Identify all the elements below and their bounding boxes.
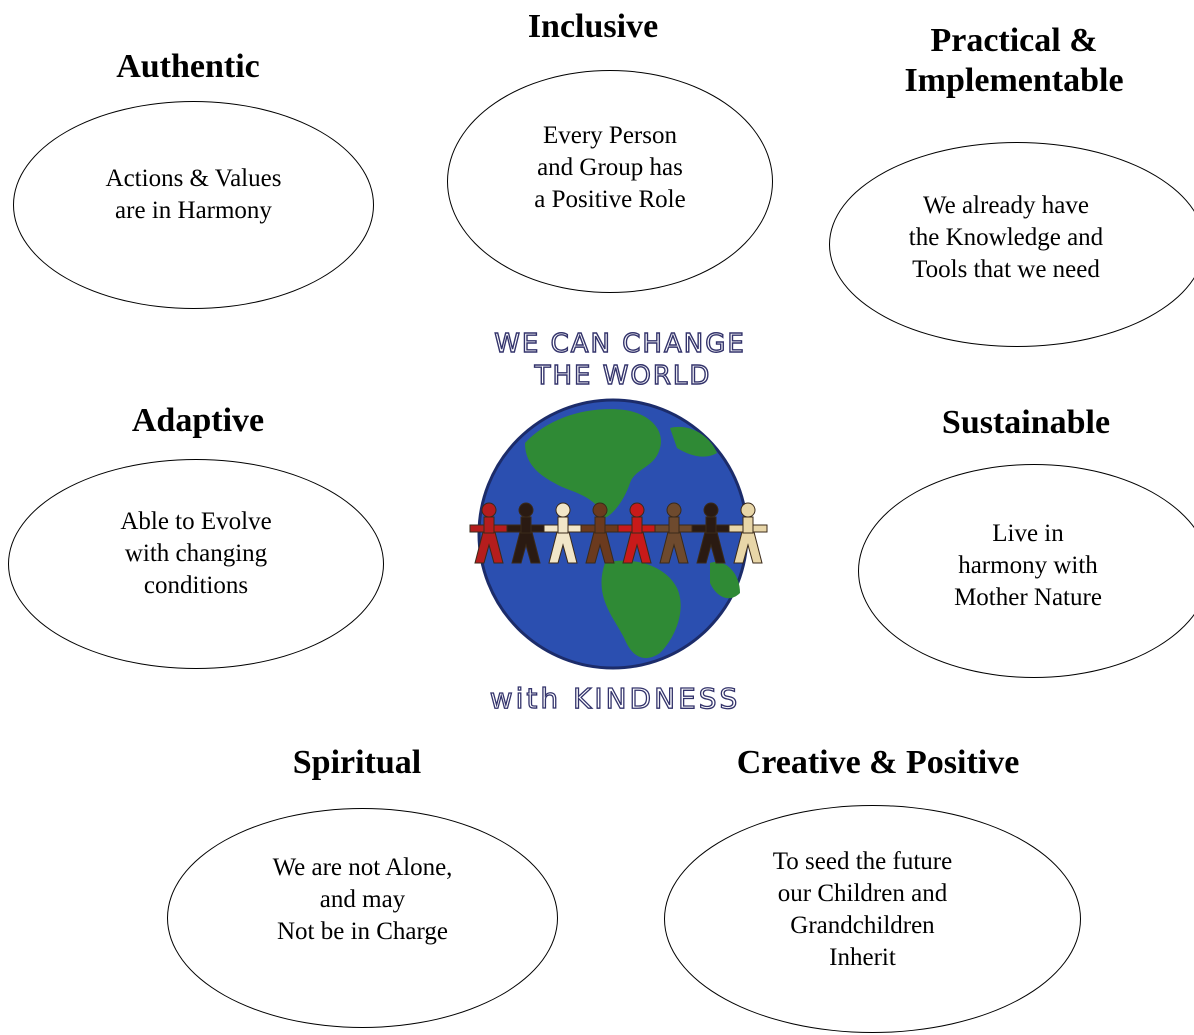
- bubble-practical: We already have the Knowledge and Tools …: [829, 142, 1194, 347]
- heading-creative: Creative & Positive: [736, 744, 1020, 781]
- bubble-sustainable: Live in harmony with Mother Nature: [858, 464, 1194, 678]
- land-east: [710, 562, 740, 599]
- heading-practical: Practical & Implementable: [904, 22, 1124, 99]
- globe-illustration: WE CAN CHANGE THE WORLD with KINDNESS: [469, 328, 768, 716]
- practical-text: We already have the Knowledge and Tools …: [908, 191, 1104, 283]
- illustration-top-line2: THE WORLD: [534, 361, 712, 391]
- chain-person: [654, 502, 694, 564]
- heading-authentic: Authentic: [116, 48, 260, 85]
- authentic-text: Actions & Values are in Harmony: [105, 165, 282, 224]
- creative-text: To seed the future our Children and Gran…: [772, 848, 953, 971]
- chain-person: [728, 502, 768, 564]
- bubble-inclusive: Every Person and Group has a Positive Ro…: [447, 70, 773, 293]
- bubble-adaptive: Able to Evolve with changing conditions: [8, 459, 384, 669]
- people-chain: [469, 502, 768, 564]
- sustainable-text: Live in harmony with Mother Nature: [954, 520, 1102, 611]
- globe: [477, 398, 749, 670]
- heading-spiritual: Spiritual: [292, 744, 422, 781]
- spiritual-text: We are not Alone, and may Not be in Char…: [272, 854, 453, 945]
- heading-inclusive: Inclusive: [527, 8, 659, 45]
- adaptive-text: Able to Evolve with changing conditions: [120, 508, 272, 599]
- land-south: [601, 560, 681, 659]
- chain-person: [469, 502, 509, 564]
- heading-sustainable: Sustainable: [941, 404, 1111, 441]
- illustration-bottom: with KINDNESS: [490, 682, 741, 715]
- chain-person: [617, 502, 657, 564]
- land-north: [525, 409, 661, 518]
- illustration-top-line1: WE CAN CHANGE: [494, 329, 746, 359]
- bubble-authentic: Actions & Values are in Harmony: [13, 101, 374, 309]
- bubble-spiritual: We are not Alone, and may Not be in Char…: [167, 808, 558, 1028]
- land-northeast: [670, 426, 717, 457]
- inclusive-text: Every Person and Group has a Positive Ro…: [534, 121, 686, 213]
- heading-adaptive: Adaptive: [131, 402, 265, 439]
- bubble-creative: To seed the future our Children and Gran…: [664, 805, 1081, 1033]
